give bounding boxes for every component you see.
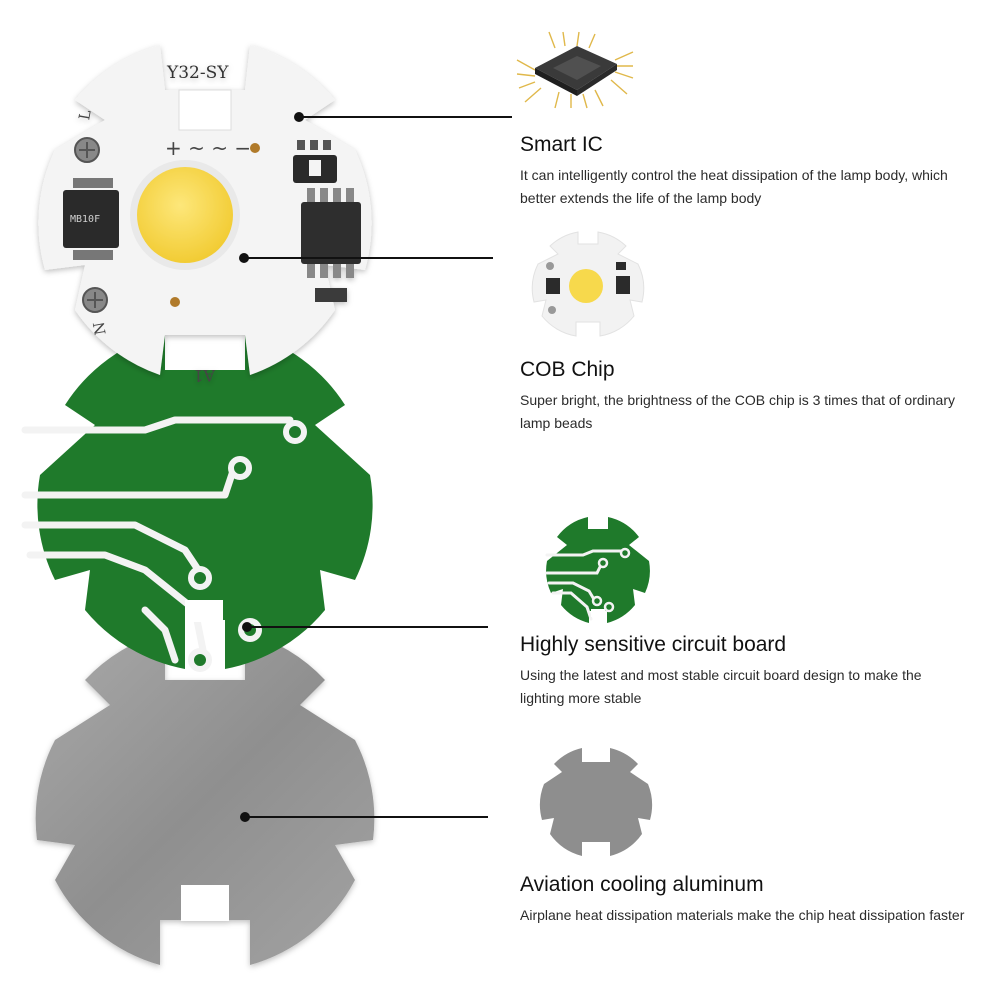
feature-description: Airplane heat dissipation materials make…	[520, 907, 965, 923]
cob-chip	[130, 160, 240, 270]
circuit-board-icon	[545, 517, 650, 623]
connector-dot-smart-ic	[294, 112, 304, 122]
pin-l-label: L	[75, 109, 94, 122]
connector-line-cob-chip	[245, 257, 493, 259]
feature-title: Smart IC	[520, 133, 603, 156]
feature-smart-ic: Smart IC It can intelligently control th…	[520, 132, 980, 210]
screw-bottom	[82, 287, 108, 313]
connector-dot-circuit-board	[242, 622, 252, 632]
connector-dot-aluminum	[240, 812, 250, 822]
connector-dot-cob-chip	[239, 253, 249, 263]
polarity-marking: + ~ ~ −	[165, 136, 251, 160]
feature-title: Highly sensitive circuit board	[520, 633, 787, 656]
feature-circuit-board: Highly sensitive circuit board Using the…	[520, 632, 980, 710]
bottom-marking: A1	[193, 366, 216, 385]
feature-cob-chip: COB Chip Super bright, the brightness of…	[520, 357, 980, 435]
rectifier-chip: MB10F	[63, 178, 119, 260]
connector-line-smart-ic	[300, 116, 512, 118]
circuit-board	[21, 332, 373, 672]
feature-description: Using the latest and most stable circuit…	[520, 667, 922, 706]
rectifier-marking: MB10F	[70, 214, 100, 225]
connector-line-aluminum	[246, 816, 488, 818]
board-model-marking: Y32-SY	[166, 63, 229, 83]
feature-aviation-aluminum: Aviation cooling aluminum Airplane heat …	[520, 872, 980, 927]
cob-board-icon	[531, 231, 645, 337]
screw-top	[74, 137, 100, 163]
feature-title: COB Chip	[520, 358, 615, 381]
feature-title: Aviation cooling aluminum	[520, 873, 764, 896]
top-board: Y32-SY L N MB10F + ~ ~ −	[38, 45, 372, 385]
aluminum-plate-icon	[539, 748, 653, 856]
chip-icon	[516, 31, 634, 109]
feature-description: It can intelligently control the heat di…	[520, 167, 948, 206]
driver-ic	[293, 140, 361, 302]
connector-line-circuit-board	[248, 626, 488, 628]
aluminum-plate	[35, 632, 375, 965]
feature-description: Super bright, the brightness of the COB …	[520, 392, 955, 431]
pin-n-label: N	[90, 320, 110, 336]
